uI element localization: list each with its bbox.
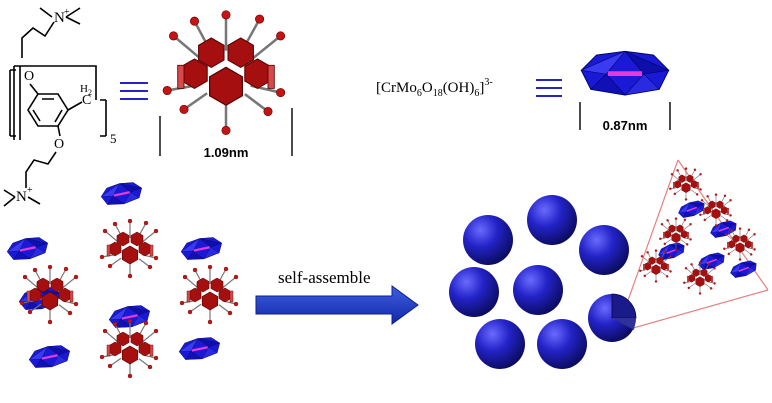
lattice-anion-3 (108, 305, 151, 328)
inset-pillararene-2 (723, 227, 756, 261)
lattice-pillararene-2 (179, 264, 239, 325)
vesicle-sphere-4 (513, 265, 563, 315)
lattice-pillararene-1 (19, 264, 79, 325)
o-ring-bond-top (29, 83, 39, 95)
inset-pillararene-3 (639, 249, 672, 283)
atom-o-bottom: O (54, 137, 64, 152)
ch2-hydrogen: H (80, 83, 88, 95)
vesicle-sphere-6 (537, 319, 587, 369)
atom-n-bottom: N (16, 189, 27, 205)
o-ring-bond-bottom (57, 125, 61, 137)
anion-polyhedron-shape (580, 50, 670, 96)
ch2-bond (67, 101, 83, 111)
pillararene-model-shape (162, 10, 286, 135)
benzene-double-bonds (32, 98, 63, 123)
svg-text:+: + (64, 7, 70, 18)
pillararene-model (162, 10, 286, 135)
self-assemble-label: self-assemble (278, 268, 371, 287)
inset-anion-1 (710, 220, 737, 238)
bracket-left (9, 69, 16, 137)
vesicle-sphere-3 (449, 267, 499, 317)
inset-pillararene-0 (669, 167, 702, 201)
component-lattice (6, 182, 239, 379)
anion-formula: [CrMo6O18(OH)6]3- (376, 77, 493, 99)
anion-polyhedron-model (580, 50, 670, 96)
equivalence-sign-2 (536, 79, 562, 97)
lattice-anion-4 (178, 337, 221, 360)
vesicle-sphere-5 (475, 319, 525, 369)
repeat-bracket-left (13, 65, 97, 140)
inset-anion-3 (658, 242, 685, 260)
bottom-methyls (3, 189, 41, 207)
anion-size-label: 0.87nm (603, 118, 648, 133)
zoom-inset-packing (639, 167, 757, 295)
ch2-carbon: C (82, 93, 91, 108)
atom-o-top: O (24, 69, 34, 84)
inset-anion-4 (730, 260, 757, 278)
lattice-anion-5 (28, 345, 71, 368)
vesicle-spheres (449, 195, 629, 369)
chemical-structure: N + 5 O C H 2 O N + (3, 7, 117, 207)
lattice-anion-6 (6, 237, 49, 260)
inset-pillararene-4 (683, 261, 716, 295)
top-alkyl-chain (21, 7, 81, 58)
lattice-anion-0 (100, 182, 143, 205)
lattice-pillararene-0 (99, 218, 159, 279)
inset-pillararene-5 (659, 217, 692, 251)
inset-pillararene-1 (699, 193, 732, 227)
equivalence-sign-1 (120, 82, 148, 100)
pillararene-size-label: 1.09nm (204, 145, 249, 160)
ch2-subscript: 2 (88, 88, 92, 97)
lattice-anion-1 (180, 237, 223, 260)
bottom-alkyl-chain (25, 151, 57, 188)
vesicle-sphere-2 (579, 225, 629, 275)
self-assemble-arrow (255, 285, 419, 325)
anion-size-bracket (579, 102, 671, 130)
inset-anion-0 (678, 200, 705, 218)
atom-n-top: N (54, 10, 65, 26)
lattice-pillararene-3 (99, 318, 159, 379)
vesicle-sphere-0 (527, 195, 577, 245)
repeat-count: 5 (110, 131, 117, 146)
svg-text:+: + (27, 185, 33, 196)
cut-sphere (588, 293, 637, 342)
pillararene-size-bracket (159, 108, 293, 156)
vesicle-sphere-1 (463, 215, 513, 265)
bracket-right (100, 99, 107, 137)
inset-anion-2 (698, 252, 725, 270)
